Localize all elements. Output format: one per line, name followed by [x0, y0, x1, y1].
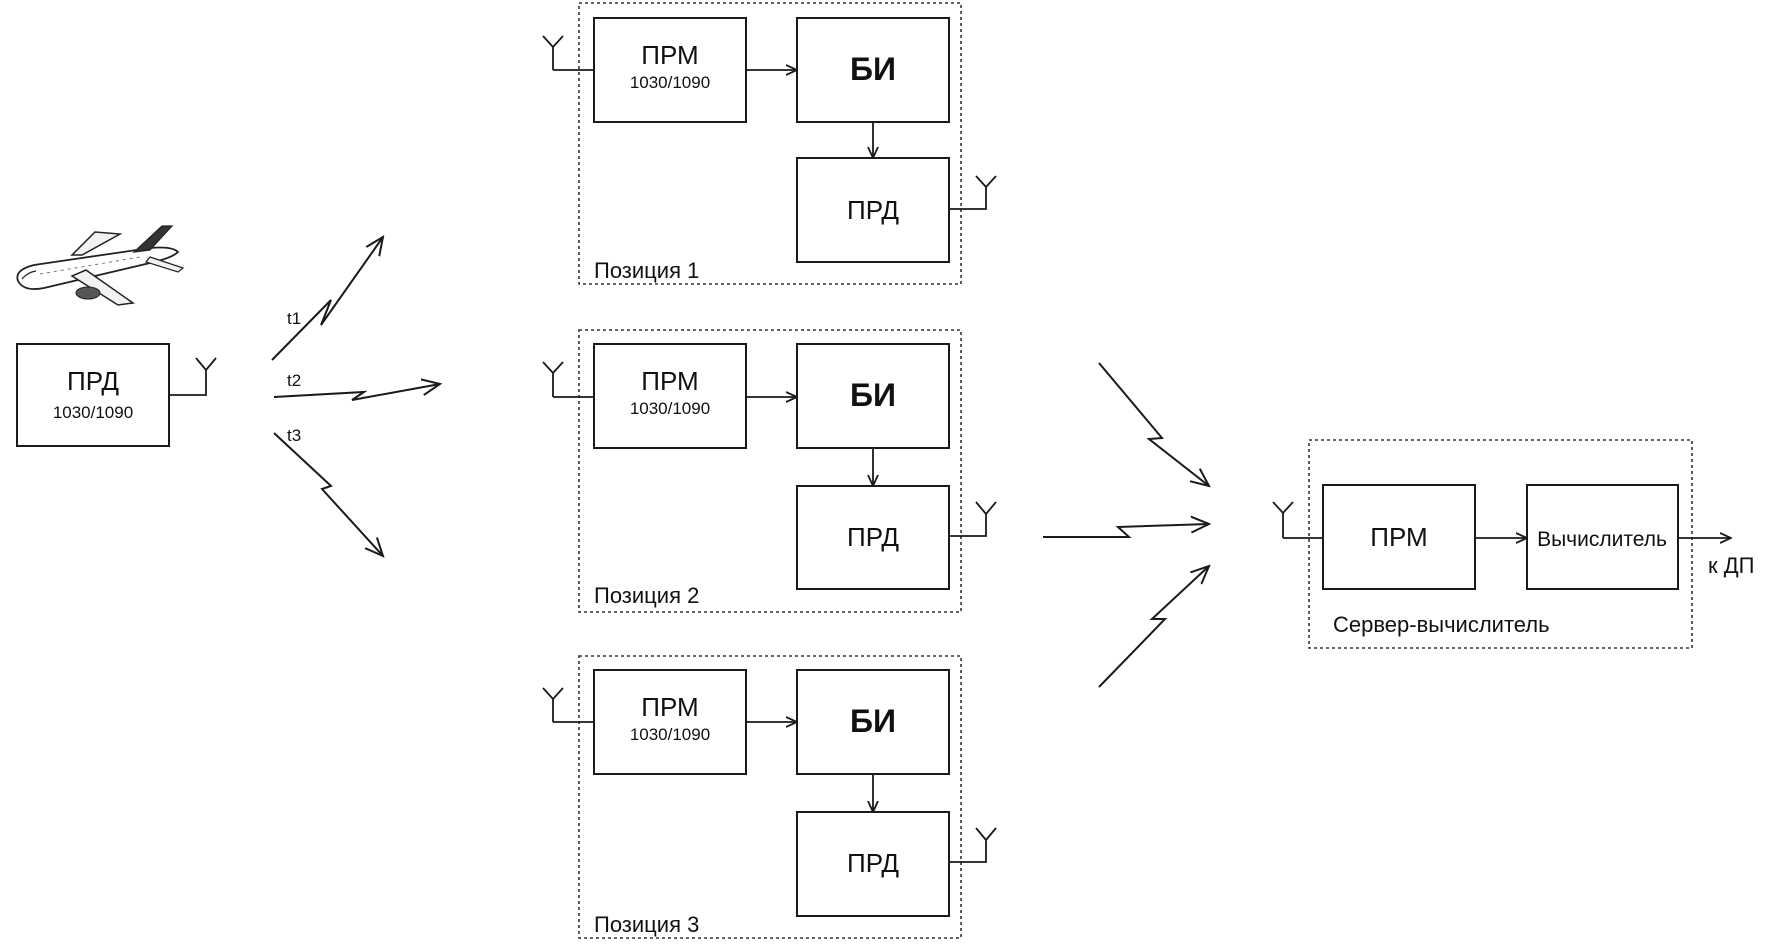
signal-label-t3: t3	[287, 426, 301, 445]
aircraft-transmitter-label: ПРД	[67, 366, 119, 396]
server-block: ПРМ Вычислитель к ДП Сервер-вычислитель	[1272, 439, 1754, 649]
position-2-receiver-label: ПРМ	[641, 366, 698, 396]
antenna-icon	[949, 501, 997, 537]
antenna-icon	[1272, 501, 1323, 539]
position-1-receiver-freq: 1030/1090	[630, 73, 710, 92]
position-2-transmitter-label: ПРД	[847, 522, 899, 552]
signal-position-1-to-server	[1098, 362, 1209, 486]
position-3-receiver-label: ПРМ	[641, 692, 698, 722]
aircraft-transmitter-freq: 1030/1090	[53, 403, 133, 422]
server-receiver-label: ПРМ	[1370, 522, 1427, 552]
airplane-icon	[16, 225, 185, 306]
aircraft-transmitter: ПРД 1030/1090	[16, 343, 170, 447]
antenna-icon	[542, 361, 594, 398]
signal-label-t2: t2	[287, 371, 301, 390]
position-3-receiver-freq: 1030/1090	[630, 725, 710, 744]
antenna-icon	[169, 357, 217, 396]
server-output-label: к ДП	[1708, 553, 1754, 578]
position-2-caption: Позиция 2	[594, 583, 699, 608]
antenna-icon	[542, 35, 594, 71]
signal-position-3-to-server	[1098, 566, 1209, 688]
position-2-receiver-freq: 1030/1090	[630, 399, 710, 418]
position-3-processor-label: БИ	[850, 703, 896, 739]
position-1-receiver-label: ПРМ	[641, 40, 698, 70]
server-computer-label: Вычислитель	[1537, 528, 1667, 551]
position-2: ПРМ 1030/1090 БИ ПРД Позиция 2	[542, 329, 997, 613]
antenna-icon	[542, 687, 594, 723]
position-3-caption: Позиция 3	[594, 912, 699, 937]
position-1: ПРМ 1030/1090 БИ ПРД Позиция 1	[542, 2, 997, 285]
signal-t3	[273, 432, 383, 556]
position-1-transmitter-label: ПРД	[847, 195, 899, 225]
server-caption: Сервер-вычислитель	[1333, 612, 1550, 637]
signal-position-2-to-server	[1043, 524, 1209, 538]
position-3: ПРМ 1030/1090 БИ ПРД Позиция 3	[542, 655, 997, 939]
signal-t2	[273, 384, 440, 401]
position-3-transmitter-label: ПРД	[847, 848, 899, 878]
antenna-icon	[949, 175, 997, 210]
signal-label-t1: t1	[287, 309, 301, 328]
position-2-processor-label: БИ	[850, 377, 896, 413]
position-1-processor-label: БИ	[850, 51, 896, 87]
position-1-caption: Позиция 1	[594, 258, 699, 283]
signal-t1	[271, 237, 383, 361]
antenna-icon	[949, 827, 997, 863]
